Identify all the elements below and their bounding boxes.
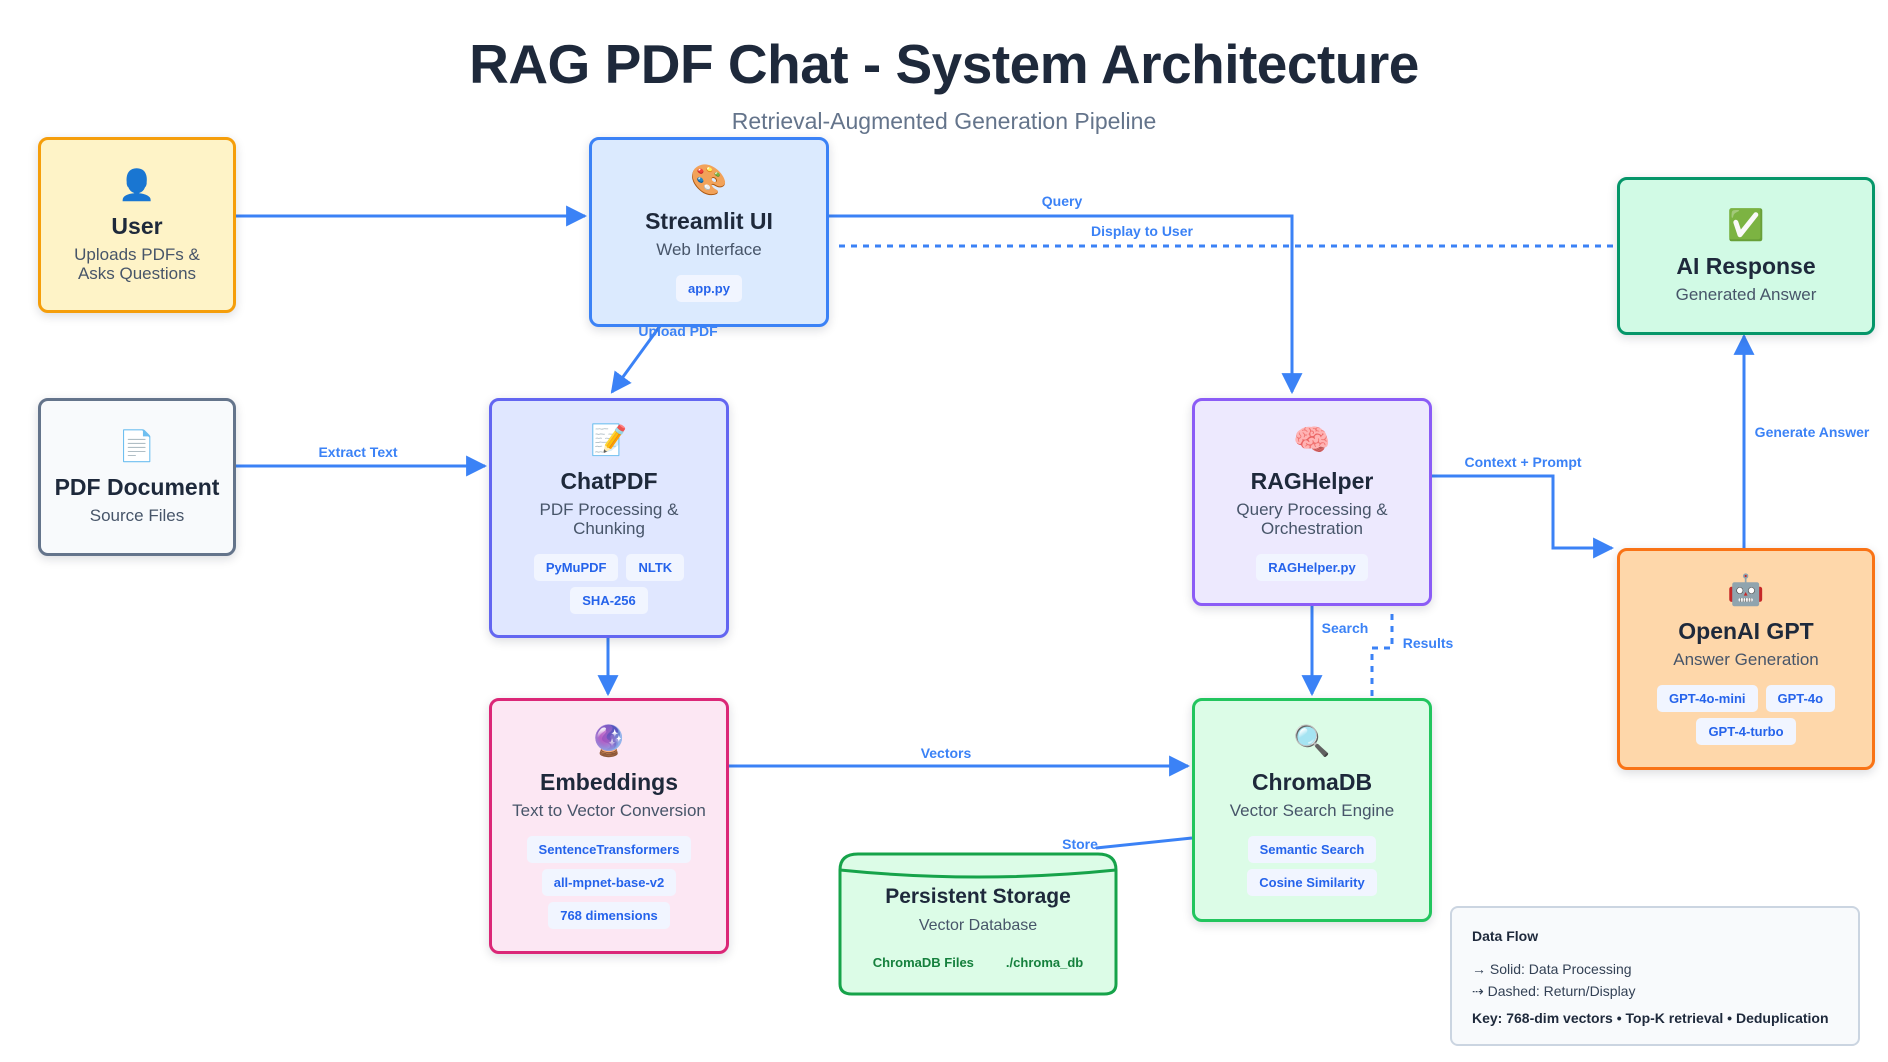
node-embeddings-name: Embeddings (539, 768, 678, 795)
tag-app-py: app.py (676, 274, 742, 302)
legend-solid: → Solid: Data Processing (1472, 961, 1632, 977)
user-icon: 👤 (118, 168, 156, 202)
node-embeddings: 🔮 Embeddings Text to Vector Conversion S… (489, 698, 729, 954)
node-raghelper: 🧠 RAGHelper Query Processing & Orchestra… (1192, 398, 1432, 606)
tag-chromadb-files: ChromaDB Files (860, 948, 986, 976)
node-chatpdf: 📝 ChatPDF PDF Processing & Chunking PyMu… (489, 398, 729, 638)
node-pdf-document: 📄 PDF Document Source Files (38, 398, 236, 556)
edge-label-query: Query (1041, 193, 1083, 209)
node-streamlit-desc: Web Interface (656, 239, 762, 259)
edge-label-results: Results (1402, 635, 1454, 651)
node-streamlit: 🎨 Streamlit UI Web Interface app.py (589, 137, 829, 327)
tag-chroma-db-path: ./chroma_db (993, 948, 1096, 976)
edge-label-store: Store (1062, 836, 1098, 852)
edge-label-context-prompt: Context + Prompt (1464, 454, 1582, 470)
palette-icon: 🎨 (690, 163, 728, 197)
edge-label-vectors: Vectors (920, 745, 972, 761)
node-pdf-name: PDF Document (54, 474, 220, 500)
edge-query (828, 214, 1303, 395)
node-chromadb-desc: Vector Search Engine (1229, 801, 1395, 820)
tag-gpt-4o-mini: GPT-4o-mini (1656, 685, 1758, 712)
node-storage-desc: Vector Database (918, 916, 1038, 934)
edge-results (1370, 610, 1394, 696)
edge-store (1095, 836, 1193, 850)
legend-panel: Data Flow → Solid: Data Processing ⇢ Das… (1450, 906, 1860, 1046)
node-streamlit-name: Streamlit UI (645, 207, 773, 234)
node-openai-gpt: 🤖 OpenAI GPT Answer Generation GPT-4o-mi… (1617, 548, 1875, 770)
crystal-ball-icon: 🔮 (590, 724, 628, 758)
node-user-name: User (111, 212, 163, 239)
edge-context-prompt (1432, 474, 1615, 559)
tag-gpt-4o: GPT-4o (1765, 685, 1836, 712)
check-mark-icon: ✅ (1727, 209, 1765, 242)
tag-768-dimensions: 768 dimensions (548, 901, 670, 929)
legend-dashed: ⇢ Dashed: Return/Display (1472, 983, 1636, 999)
node-openai-desc: Answer Generation (1673, 650, 1819, 669)
edge-label-display-to-user: Display to User (1091, 223, 1193, 239)
node-chatpdf-name: ChatPDF (560, 467, 658, 494)
brain-icon: 🧠 (1293, 424, 1331, 457)
memo-icon: 📝 (590, 423, 628, 457)
magnifier-icon: 🔍 (1293, 725, 1331, 758)
node-raghelper-name: RAGHelper (1250, 468, 1374, 494)
edge-label-extract-text: Extract Text (318, 444, 398, 460)
page-title: RAG PDF Chat - System Architecture (469, 33, 1419, 95)
robot-icon: 🤖 (1727, 574, 1765, 607)
legend-key: Key: 768-dim vectors • Top-K retrieval •… (1472, 1010, 1829, 1026)
tag-sentencetransformers: SentenceTransformers (526, 835, 692, 863)
node-airesponse-name: AI Response (1676, 253, 1816, 279)
tag-nltk: NLTK (626, 553, 685, 581)
page-subtitle: Retrieval-Augmented Generation Pipeline (731, 108, 1157, 134)
node-ai-response: ✅ AI Response Generated Answer (1617, 177, 1875, 335)
node-user: 👤 User Uploads PDFs & Asks Questions (38, 137, 236, 313)
legend-title: Data Flow (1472, 928, 1539, 944)
tag-pymupdf: PyMuPDF (533, 553, 619, 581)
node-embeddings-desc: Text to Vector Conversion (512, 800, 706, 820)
node-chromadb-name: ChromaDB (1251, 769, 1373, 795)
node-user-desc: Uploads PDFs & Asks Questions (74, 244, 200, 283)
node-pdf-desc: Source Files (89, 506, 185, 525)
edge-label-generate-answer: Generate Answer (1754, 424, 1870, 440)
tag-all-mpnet-base-v2: all-mpnet-base-v2 (541, 868, 677, 896)
edge-label-search: Search (1321, 620, 1369, 636)
node-chromadb: 🔍 ChromaDB Vector Search Engine Semantic… (1192, 698, 1432, 922)
node-openai-name: OpenAI GPT (1678, 618, 1814, 644)
node-airesponse-desc: Generated Answer (1675, 285, 1817, 304)
tag-semantic-search: Semantic Search (1247, 836, 1377, 863)
node-persistent-storage: Persistent Storage Vector Database Chrom… (838, 848, 1118, 998)
tag-gpt-4-turbo: GPT-4-turbo (1696, 718, 1796, 745)
edge-label-upload-pdf: Upload PDF (638, 323, 718, 339)
document-icon: 📄 (118, 430, 156, 463)
edge-upload-pdf (610, 325, 662, 394)
tag-cosine-similarity: Cosine Similarity (1247, 869, 1377, 896)
node-chatpdf-desc: PDF Processing & Chunking (539, 499, 679, 538)
node-storage-name: Persistent Storage (885, 884, 1071, 908)
node-raghelper-desc: Query Processing & Orchestration (1236, 500, 1388, 538)
tag-sha-256: SHA-256 (570, 586, 648, 614)
tag-raghelper-py: RAGHelper.py (1256, 554, 1368, 581)
